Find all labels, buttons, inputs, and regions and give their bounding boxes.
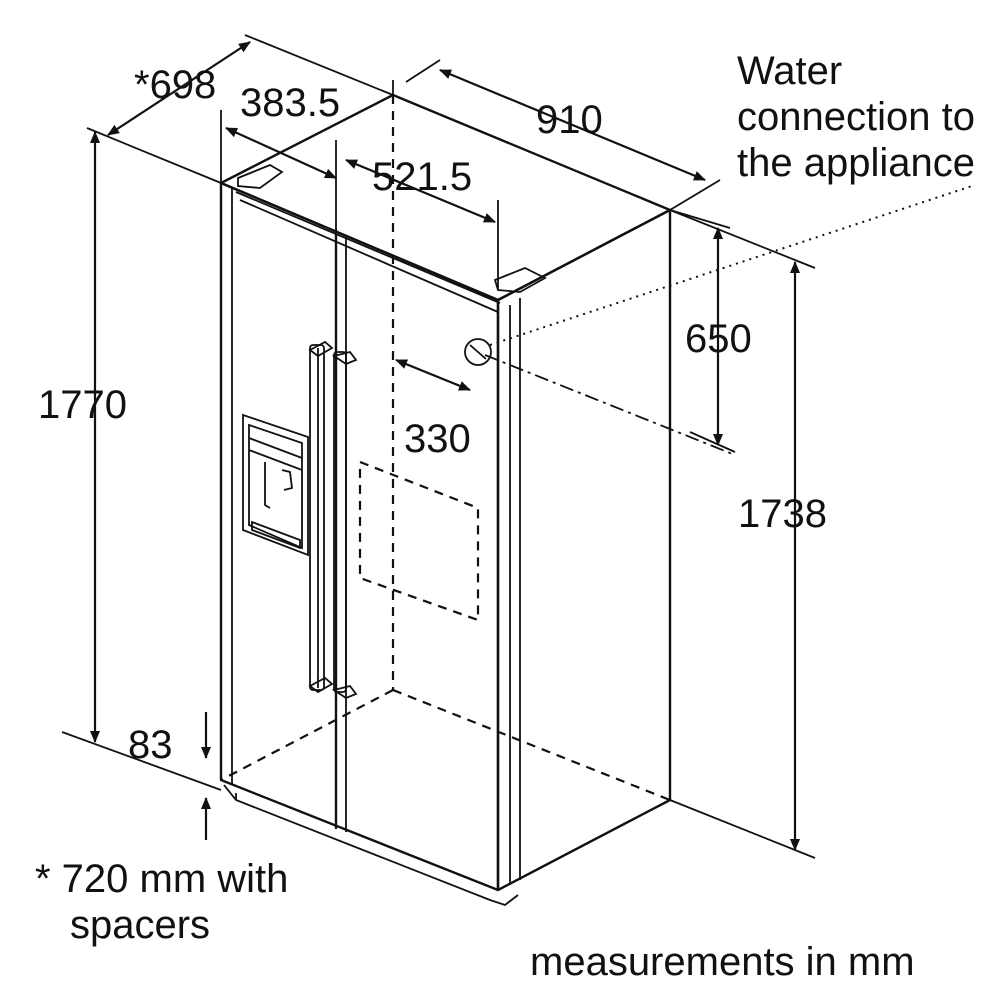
label-height-1738: 1738 <box>738 492 827 536</box>
label-width-521-5: 521.5 <box>372 155 472 199</box>
dimension-labels: *698 383.5 910 521.5 650 330 1770 1738 8… <box>38 63 827 767</box>
water-connection-icon <box>464 184 976 456</box>
label-depth-698: *698 <box>134 63 216 107</box>
dimension-lines <box>61 34 816 859</box>
dispenser-icon <box>242 413 309 557</box>
notes: Water connection to the appliance * 720 … <box>35 49 975 984</box>
label-650: 650 <box>685 317 752 361</box>
label-base-83: 83 <box>128 723 173 767</box>
spacer-note-line2: spacers <box>70 903 210 947</box>
water-connection-note-line3: the appliance <box>737 141 975 185</box>
label-door-depth-383-5: 383.5 <box>240 81 340 125</box>
label-width-910: 910 <box>536 98 603 142</box>
water-connection-note-line1: Water <box>737 49 842 93</box>
water-connection-note-line2: connection to <box>737 95 975 139</box>
label-330: 330 <box>404 417 471 461</box>
units-note: measurements in mm <box>530 940 915 984</box>
door-handles <box>308 340 358 700</box>
refrigerator-outline <box>219 93 672 907</box>
spacer-note-line1: * 720 mm with <box>35 857 288 901</box>
label-height-1770: 1770 <box>38 383 127 427</box>
